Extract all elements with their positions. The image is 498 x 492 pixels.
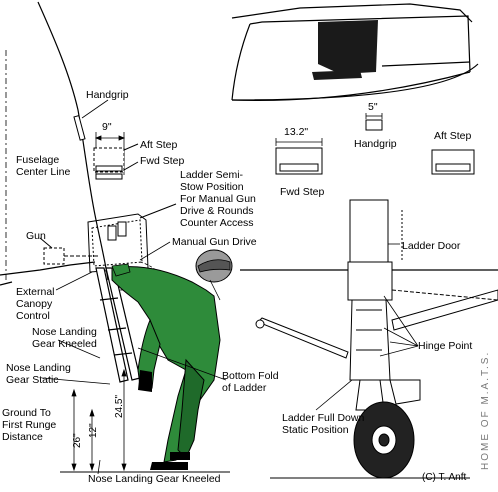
bottom-fold-label: Bottom Fold of Ladder: [222, 370, 279, 394]
dim-13-2-label: 13.2": [284, 126, 309, 138]
external-canopy-control-label: External Canopy Control: [16, 286, 55, 322]
dim-9-label: 9": [102, 121, 112, 133]
fwd-step-right-label: Fwd Step: [280, 186, 325, 198]
fwd-aft-step-left: [93, 143, 139, 180]
ladder-semi-stow-frame: [87, 203, 177, 273]
canopy-outline: [231, 3, 479, 102]
nose-gear-assembly: [240, 199, 498, 479]
fwd-step-right-shape: [275, 138, 323, 175]
bottom-fold-leader: [137, 347, 227, 381]
fwd-step-left-label: Fwd Step: [140, 155, 185, 167]
gun-label: Gun: [26, 230, 46, 242]
ladder-extended-left: [95, 267, 141, 383]
dimension-lines-left: [41, 339, 127, 475]
dim-12-label: 12": [88, 423, 99, 438]
handgrip-left-label: Handgrip: [86, 89, 129, 101]
aft-step-right-label: Aft Step: [434, 130, 472, 142]
nose-landing-gear-kneeled-bottom-label: Nose Landing Gear Kneeled: [88, 473, 221, 485]
nose-landing-gear-static-label: Nose Landing Gear Static: [6, 362, 71, 386]
ladder-full-down-label: Ladder Full Down Static Position: [282, 412, 365, 436]
hinge-point-label: Hinge Point: [418, 340, 473, 352]
ladder-door-label: Ladder Door: [402, 240, 461, 252]
aft-step-left-label: Aft Step: [140, 139, 178, 151]
dim-5-label: 5": [368, 101, 378, 113]
pilot-figure: [111, 249, 233, 470]
handgrip-right-shape: [365, 113, 383, 131]
credit-label: (C) T. Anft: [422, 472, 467, 483]
canopy-seat-base: [312, 70, 362, 80]
nose-landing-gear-kneeled-label: Nose Landing Gear Kneeled: [32, 326, 97, 350]
canopy-seat-block: [318, 20, 378, 74]
ladder-semi-stow-label: Ladder Semi- Stow Position For Manual Gu…: [180, 169, 256, 229]
handgrip-left-shape: [73, 99, 109, 141]
hinge-point-leaders: [379, 295, 419, 357]
watermark-label: HOME OF M.A.T.S.: [480, 350, 491, 470]
ladder-full-down-leader: [315, 379, 353, 411]
manual-gun-drive-label: Manual Gun Drive: [172, 236, 257, 248]
fuselage-outline: [0, 1, 109, 286]
aft-step-right-shape: [431, 149, 475, 175]
dim-26-label: 26": [72, 433, 83, 448]
external-canopy-leader: [55, 271, 93, 291]
handgrip-right-label: Handgrip: [354, 138, 397, 150]
dim-24-5-label: 24.5": [114, 394, 125, 418]
fuselage-center-line-label: Fuselage Center Line: [16, 154, 71, 178]
gun-shape: [39, 237, 100, 265]
ground-to-first-runge-label: Ground To First Runge Distance: [2, 407, 57, 443]
